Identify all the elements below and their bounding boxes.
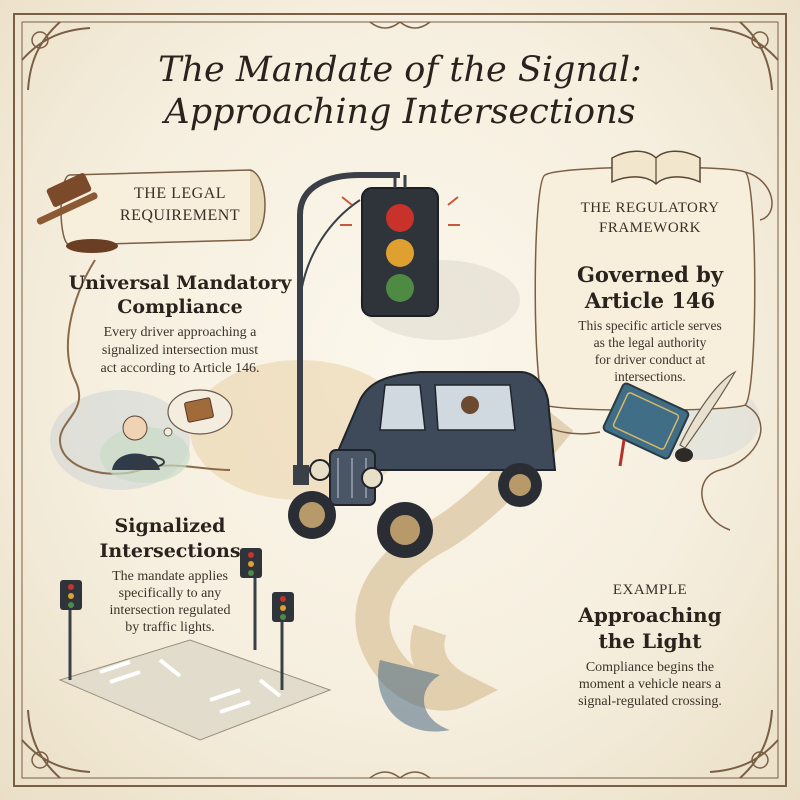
example-body-line-1: Compliance begins the <box>585 660 715 675</box>
legal-body-line-2: signalized intersection must <box>101 343 259 358</box>
law-book-icon <box>602 382 690 467</box>
road-ribbon <box>355 409 574 711</box>
framework-heading-line-2: Article 146 <box>584 288 716 313</box>
traffic-light-icon <box>293 172 460 485</box>
signalized-body-line-3: intersection regulated <box>109 603 231 618</box>
quill-icon <box>675 370 737 462</box>
page-title-line-1: The Mandate of the Signal: <box>158 50 642 90</box>
legal-body-line-1: Every driver approaching a <box>103 325 257 340</box>
framework-heading-line-1: Governed by <box>576 262 724 287</box>
example-heading-line-2: the Light <box>598 629 702 653</box>
framework-body-line-4: intersections. <box>614 369 686 384</box>
framework-body-line-1: This specific article serves <box>578 318 722 333</box>
legal-heading-line-1: Universal Mandatory <box>68 272 292 294</box>
framework-body-line-2: as the legal authority <box>593 335 707 350</box>
signalized-heading-line-2: Intersections <box>99 540 241 562</box>
legal-label-line-1: THE LEGAL <box>133 185 227 202</box>
example-label: EXAMPLE <box>612 582 688 598</box>
framework-label-line-2: FRAMEWORK <box>598 220 701 236</box>
signalized-heading-line-1: Signalized <box>114 515 226 537</box>
framework-label-line-1: THE REGULATORY <box>580 200 720 216</box>
signalized-body-line-2: specifically to any <box>118 586 222 601</box>
example-body-line-3: signal-regulated crossing. <box>578 694 722 709</box>
ornate-frame <box>13 13 787 787</box>
wave-swirl <box>378 660 450 732</box>
example-heading-line-1: Approaching <box>578 603 722 627</box>
legal-body-line-3: act according to Article 146. <box>100 361 260 376</box>
signalized-body-line-1: The mandate applies <box>112 569 228 584</box>
legal-heading-line-2: Compliance <box>117 296 243 318</box>
legal-label-line-2: REQUIREMENT <box>119 207 241 224</box>
gavel-icon <box>36 173 118 253</box>
signalized-body-line-4: by traffic lights. <box>125 620 215 635</box>
page-title-line-2: Approaching Intersections <box>164 92 636 132</box>
intersection-illustration <box>58 548 332 741</box>
open-book-icon <box>611 150 701 186</box>
vintage-car-icon <box>288 371 557 558</box>
framework-body-line-3: for driver conduct at <box>594 352 706 367</box>
example-body-line-2: moment a vehicle nears a <box>578 677 722 692</box>
driver-icon <box>100 389 233 483</box>
